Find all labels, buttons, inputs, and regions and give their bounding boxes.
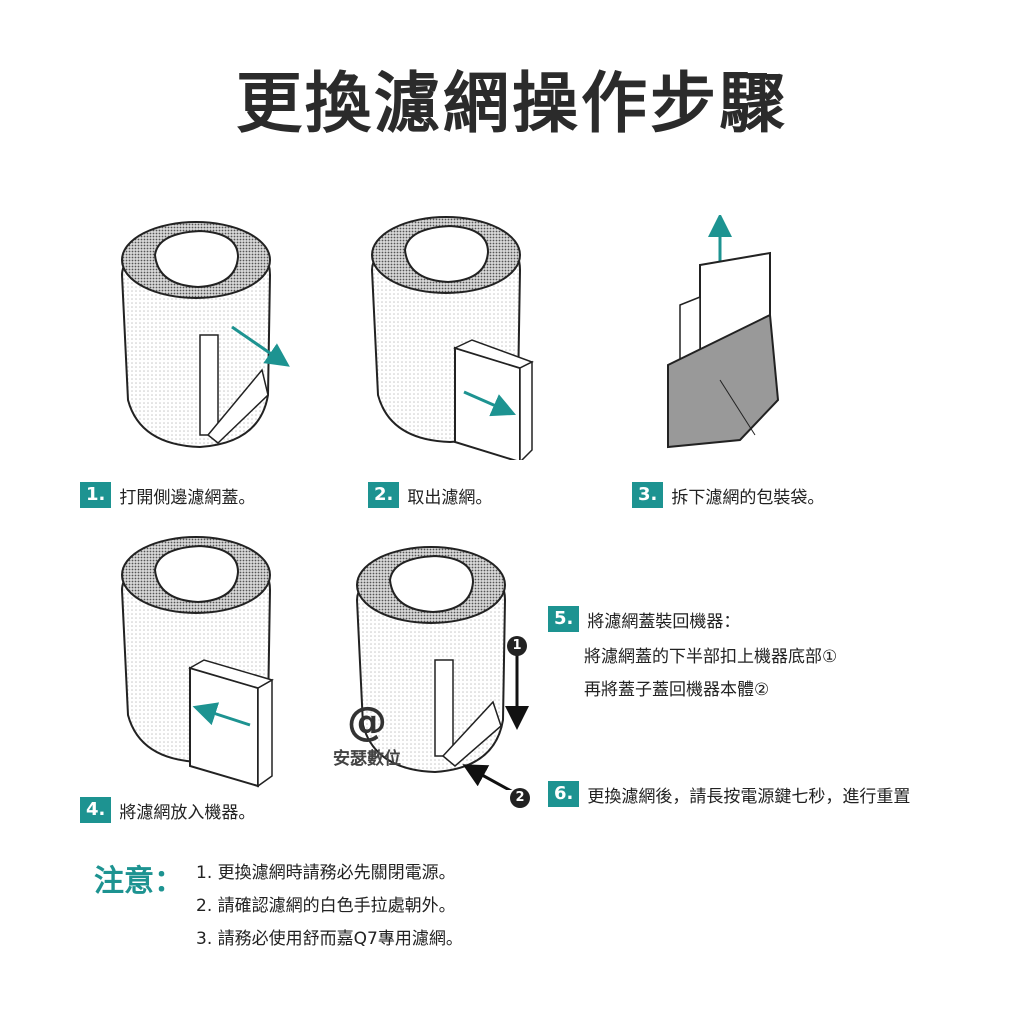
- step-2-label: 2. 取出濾網。: [368, 482, 492, 508]
- note-item-2: 2. 請確認濾網的白色手拉處朝外。: [196, 896, 456, 916]
- step-number: 6.: [548, 781, 580, 807]
- step-number: 2.: [368, 482, 400, 508]
- watermark-text: 安瑟數位: [333, 749, 401, 769]
- step-3-label: 3. 拆下濾網的包裝袋。: [632, 482, 824, 508]
- step-number: 3.: [632, 482, 664, 508]
- step-number: 5.: [548, 606, 580, 632]
- step-text: 打開側邊濾網蓋。: [119, 487, 256, 508]
- step-text: 拆下濾網的包裝袋。: [671, 487, 825, 508]
- step-1-label: 1. 打開側邊濾網蓋。: [80, 482, 255, 508]
- note-item-1: 1. 更換濾網時請務必先關閉電源。: [196, 863, 456, 883]
- notes-heading: 注意：: [94, 864, 184, 899]
- watermark-symbol: @: [347, 699, 387, 745]
- step1-illustration: [120, 221, 290, 449]
- page-title: 更換濾網操作步驟: [236, 65, 788, 142]
- step-text: 將濾網放入機器。: [119, 802, 256, 823]
- marker-2: 2: [510, 788, 530, 808]
- step-number: 4.: [80, 797, 112, 823]
- note-item-3: 3. 請務必使用舒而嘉Q7專用濾網。: [196, 929, 463, 949]
- step-text: 取出濾網。: [407, 487, 493, 508]
- step-5-detail-1: 將濾網蓋的下半部扣上機器底部①: [584, 647, 838, 667]
- step2-illustration: [370, 216, 534, 460]
- step-number: 1.: [80, 482, 112, 508]
- step3-illustration: [667, 215, 780, 449]
- step-text: 將濾網蓋裝回機器：: [587, 611, 741, 632]
- step-5-label: 5. 將濾網蓋裝回機器：: [548, 606, 740, 632]
- step-text: 更換濾網後，請長按電源鍵七秒，進行重置: [587, 786, 911, 807]
- step-6-label: 6. 更換濾網後，請長按電源鍵七秒，進行重置: [548, 781, 910, 807]
- step-4-label: 4. 將濾網放入機器。: [80, 797, 255, 823]
- step-5-detail-2: 再將蓋子蓋回機器本體②: [584, 680, 770, 700]
- watermark: @ 安瑟數位: [312, 700, 422, 769]
- marker-1: 1: [507, 636, 527, 656]
- step4-illustration: [120, 536, 274, 788]
- step5-illustration: [355, 546, 529, 790]
